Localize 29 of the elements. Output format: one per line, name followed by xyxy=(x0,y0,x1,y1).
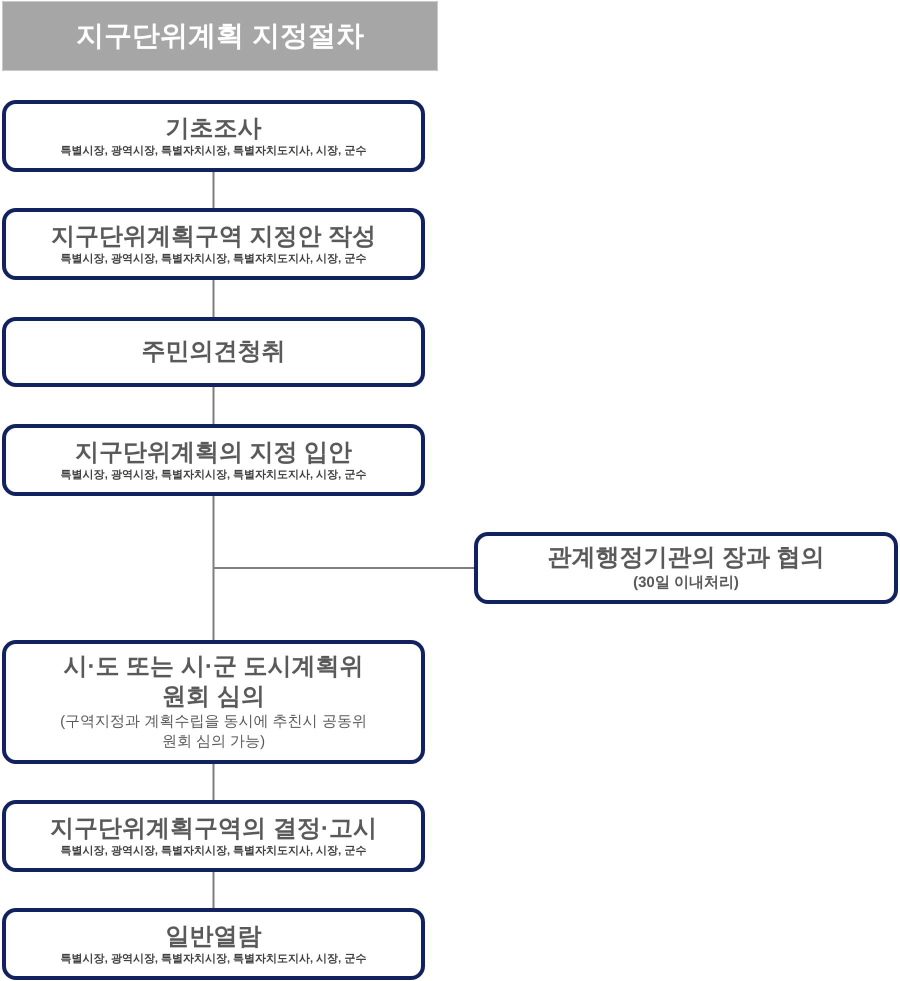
process-box xyxy=(2,100,425,172)
responsible-authorities: 특별시장, 광역시장, 특별자치시장, 특별자치도지사, 시장, 군수 xyxy=(60,252,366,266)
responsible-authorities: 특별시장, 광역시장, 특별자치시장, 특별자치도지사, 시장, 군수 xyxy=(60,144,366,158)
process-box xyxy=(2,424,425,496)
process-box xyxy=(2,317,425,387)
step-note: (30일 이내처리) xyxy=(633,573,739,593)
process-box xyxy=(2,640,425,764)
step-title: 주민의견청취 xyxy=(142,337,286,367)
process-box xyxy=(474,532,898,604)
step-title: 지구단위계획구역 지정안 작성 xyxy=(50,222,376,252)
responsible-authorities: 특별시장, 광역시장, 특별자치시장, 특별자치도지사, 시장, 군수 xyxy=(60,468,366,482)
step-title: 관계행정기관의 장과 협의 xyxy=(547,543,825,573)
connector-line xyxy=(212,872,214,908)
step-title: 기초조사 xyxy=(166,114,262,144)
responsible-authorities: 특별시장, 광역시장, 특별자치시장, 특별자치도지사, 시장, 군수 xyxy=(60,844,366,858)
step-title: 지구단위계획구역의 결정·고시 xyxy=(50,814,377,844)
connector-line xyxy=(212,387,214,424)
process-box xyxy=(2,800,425,872)
connector-line xyxy=(212,280,214,317)
responsible-authorities: 특별시장, 광역시장, 특별자치시장, 특별자치도지사, 시장, 군수 xyxy=(60,952,366,966)
connector-line xyxy=(212,764,214,800)
title-banner: 지구단위계획 지정절차 xyxy=(2,1,438,71)
step-title: 시·도 또는 시·군 도시계획위원회 심의 xyxy=(64,652,364,712)
connector-line xyxy=(212,172,214,208)
step-note: (구역지정과 계획수립을 동시에 추친시 공동위원회 심의 가능) xyxy=(59,712,368,752)
step-title: 지구단위계획의 지정 입안 xyxy=(74,438,352,468)
process-box xyxy=(2,908,425,980)
process-box xyxy=(2,208,425,280)
step-title: 일반열람 xyxy=(166,922,262,952)
